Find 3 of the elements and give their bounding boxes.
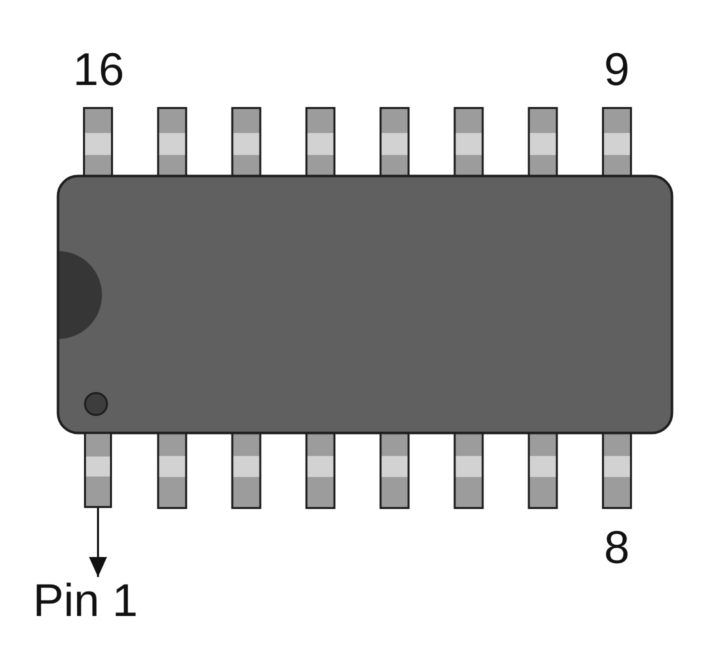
pin-number: 16 xyxy=(73,46,124,92)
pin-number: 8 xyxy=(604,524,630,570)
pin-number: 9 xyxy=(604,46,630,92)
